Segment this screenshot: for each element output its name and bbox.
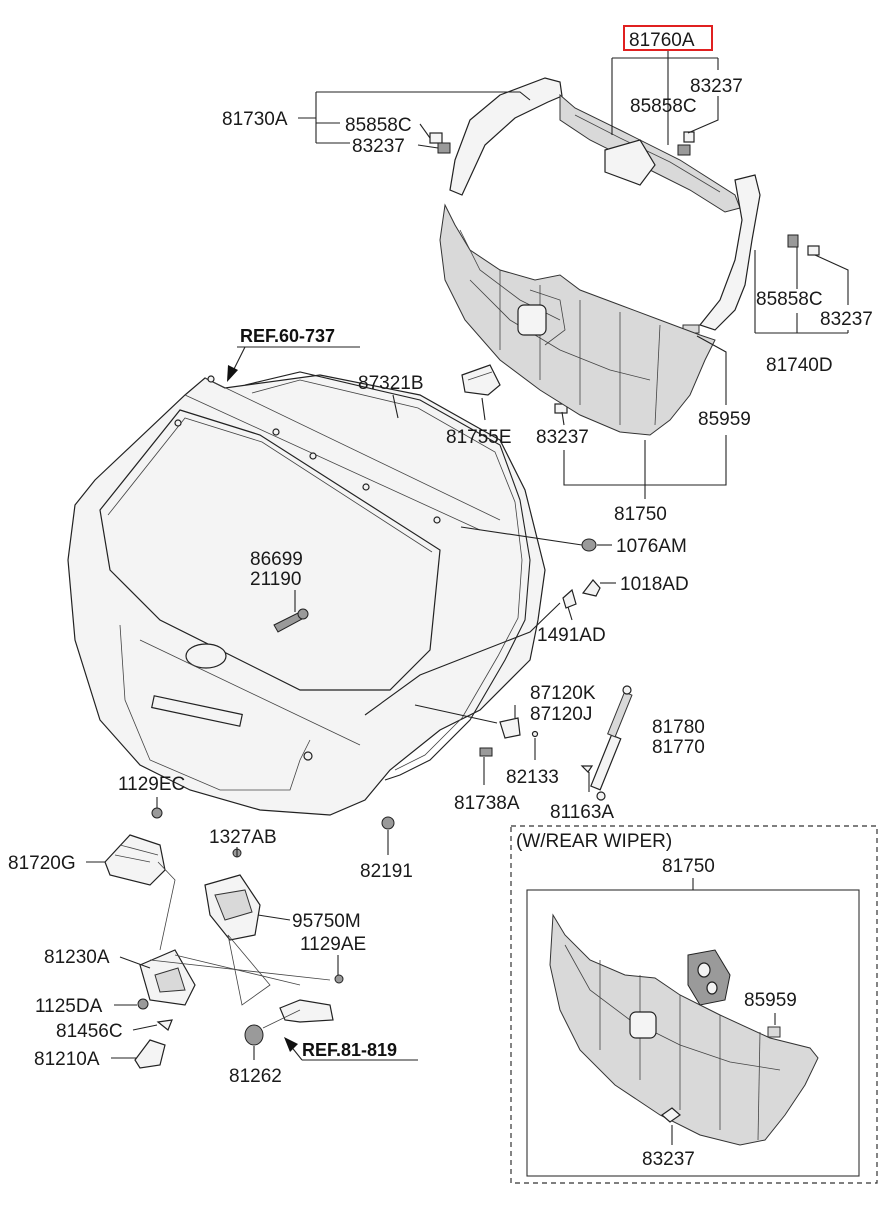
- ref-81-819: REF.81-819: [302, 1040, 397, 1060]
- fastener-parts: [273, 538, 601, 830]
- callout-81456C: 81456C: [56, 1021, 123, 1042]
- callout-81750: 81750: [614, 504, 667, 525]
- gas-strut-part: [590, 685, 633, 801]
- latch-assembly: [104, 807, 344, 1069]
- callout-1129EC: 1129EC: [118, 774, 185, 795]
- callout-1018AD: 1018AD: [620, 574, 689, 595]
- inner-trim-panel: [439, 203, 716, 436]
- callout-81262: 81262: [229, 1066, 282, 1087]
- ref-60-737: REF.60-737: [240, 326, 335, 346]
- callout-87321B: 87321B: [358, 373, 424, 394]
- callout-81770: 81770: [652, 737, 705, 758]
- callout-81740D: 81740D: [766, 355, 833, 376]
- callout-83237: 83237: [820, 309, 873, 330]
- callout-81760A: 81760A: [629, 30, 695, 51]
- callout-85858C: 85858C: [345, 115, 412, 136]
- wiper-box-title: (W/REAR WIPER): [516, 831, 672, 852]
- handle-cover-part: [461, 364, 501, 396]
- rear-wiper-inset: [510, 825, 878, 1184]
- tailgate-body: [67, 371, 546, 816]
- callout-85858C: 85858C: [756, 289, 823, 310]
- callout-83237: 83237: [352, 136, 405, 157]
- callout-1129AE: 1129AE: [300, 934, 366, 955]
- callout-82191: 82191: [360, 861, 413, 882]
- callout-81210A: 81210A: [34, 1049, 100, 1070]
- callout-81780: 81780: [652, 717, 705, 738]
- callout-81720G: 81720G: [8, 853, 76, 874]
- callout-82133: 82133: [506, 767, 559, 788]
- callout-labels: 81760A 83237 85858C 81730A 85858C 83237 …: [8, 30, 873, 1170]
- callout-85858C: 85858C: [630, 96, 697, 117]
- callout-95750M: 95750M: [292, 911, 361, 932]
- callout-81163A: 81163A: [550, 802, 614, 823]
- callout-1327AB: 1327AB: [209, 827, 277, 848]
- callout-81730A: 81730A: [222, 109, 288, 130]
- callout-86699: 86699: [250, 549, 303, 570]
- callout-1076AM: 1076AM: [616, 536, 687, 557]
- callout-1125DA: 1125DA: [35, 996, 103, 1017]
- highlight-box: [623, 25, 713, 51]
- callout-85959: 85959: [698, 409, 751, 430]
- callout-81750: 81750: [662, 856, 715, 877]
- upper-trim-part: [449, 77, 761, 331]
- callout-83237: 83237: [536, 427, 589, 448]
- callout-87120K: 87120K: [530, 683, 596, 704]
- callout-81230A: 81230A: [44, 947, 110, 968]
- callout-85959: 85959: [744, 990, 797, 1011]
- callout-87120J: 87120J: [530, 704, 592, 725]
- clip-parts-top: [429, 131, 820, 414]
- callout-21190: 21190: [250, 569, 301, 590]
- callout-1491AD: 1491AD: [537, 625, 606, 646]
- callout-81755E: 81755E: [446, 427, 512, 448]
- callout-83237: 83237: [642, 1149, 695, 1170]
- leader-lines: [86, 50, 849, 1061]
- callout-81738A: 81738A: [454, 793, 520, 814]
- callout-83237: 83237: [690, 76, 743, 97]
